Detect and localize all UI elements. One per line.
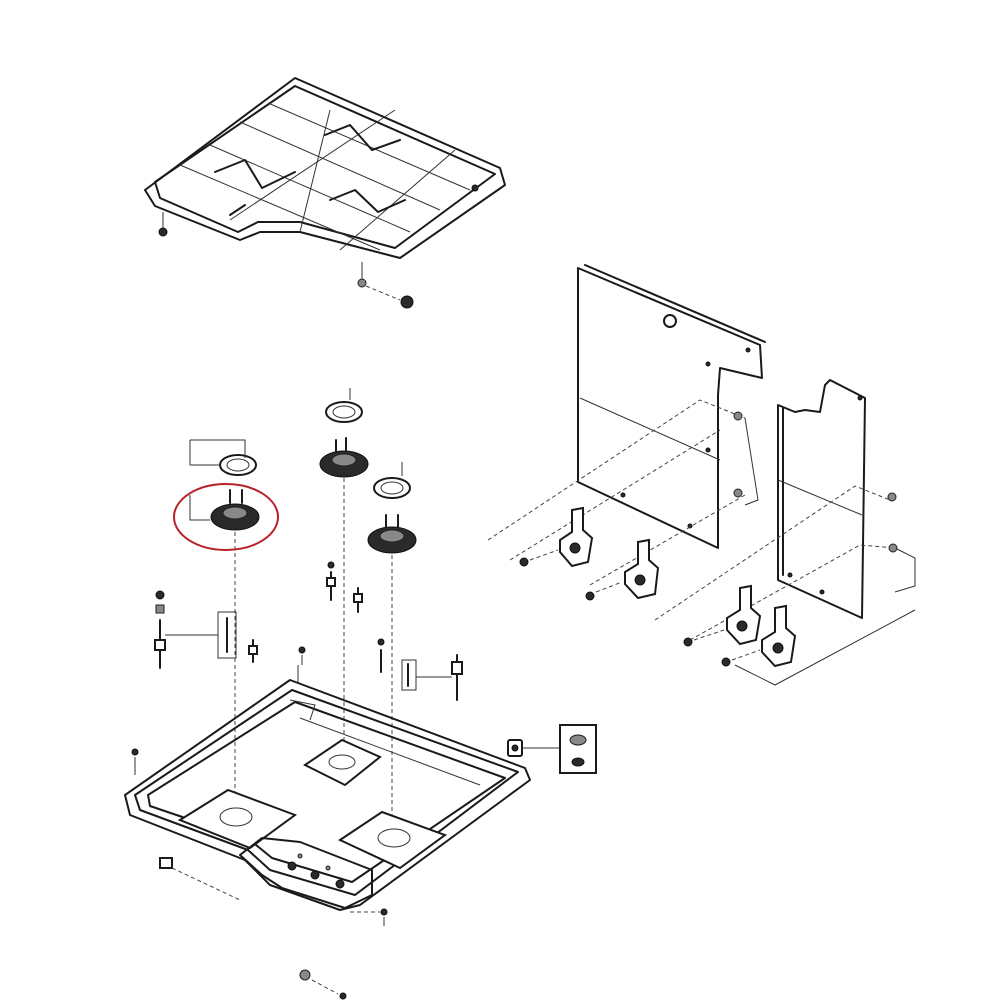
side-panel-small[interactable] [654, 379, 916, 641]
hinge-1[interactable] [519, 506, 594, 568]
pan-support-grid[interactable] [144, 77, 506, 309]
hinge-2[interactable] [585, 538, 660, 601]
burner-ring-front-right[interactable] [373, 462, 411, 499]
burner-ring-front-left[interactable] [189, 439, 257, 476]
injector-rear[interactable] [326, 561, 336, 601]
burner-ring-rear[interactable] [325, 388, 363, 423]
side-panel-large[interactable] [487, 264, 766, 586]
knob-spindle[interactable] [299, 969, 347, 1000]
burner-cap-front-right[interactable] [367, 514, 417, 830]
highlight-circle [173, 483, 279, 551]
hinge-4[interactable] [721, 604, 797, 668]
burner-cap-rear[interactable] [319, 437, 369, 760]
screw-left [131, 748, 139, 775]
bracket-clip[interactable] [159, 857, 241, 901]
thermocouple-left[interactable] [154, 590, 237, 669]
hob-tray[interactable] [124, 679, 531, 911]
hinge-3[interactable] [683, 584, 762, 647]
knob-detail-callout [507, 724, 597, 774]
injector-left[interactable] [248, 639, 258, 663]
thermocouple-right[interactable] [377, 638, 463, 701]
screw-top-left [298, 646, 306, 654]
injector-right[interactable] [353, 587, 363, 613]
screw-front [350, 908, 388, 926]
burner-cap-front-left[interactable] [189, 489, 260, 810]
